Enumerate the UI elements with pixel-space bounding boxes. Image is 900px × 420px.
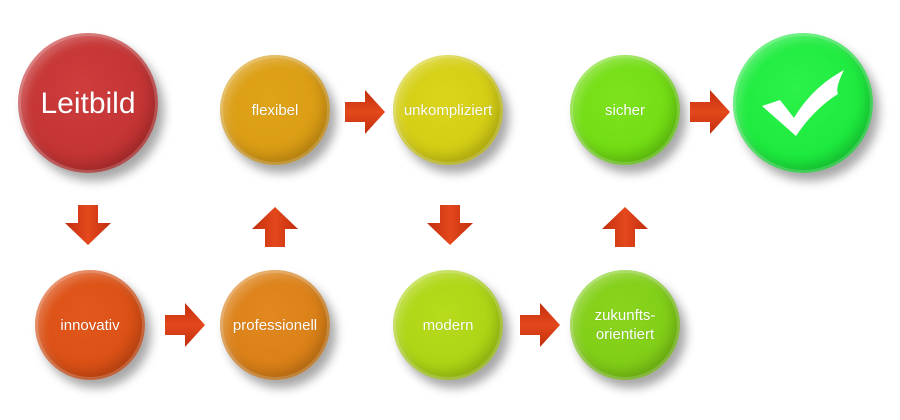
node-label: Leitbild: [40, 86, 136, 120]
node-sicher: sicher: [570, 55, 680, 165]
arrow-down-icon: [427, 205, 473, 245]
node-innovativ: innovativ: [35, 270, 145, 380]
node-done: [733, 33, 873, 173]
node-label: zukunfts- orientiert: [595, 306, 656, 344]
node-leitbild: Leitbild: [18, 33, 158, 173]
checkmark-icon: [762, 70, 844, 136]
arrow-up-icon: [602, 207, 648, 247]
node-label: unkompliziert: [403, 101, 493, 119]
node-label: professionell: [232, 316, 318, 334]
node-label: modern: [422, 316, 474, 334]
node-label: sicher: [604, 101, 645, 119]
node-modern: modern: [393, 270, 503, 380]
node-label: innovativ: [60, 316, 120, 334]
arrow-right-icon: [520, 303, 560, 347]
arrow-right-icon: [345, 90, 385, 134]
arrow-up-icon: [252, 207, 298, 247]
node-professionell: professionell: [220, 270, 330, 380]
arrow-right-icon: [690, 90, 730, 134]
node-label-line2: orientiert: [595, 326, 655, 343]
arrow-right-icon: [165, 303, 205, 347]
node-zukunftsorientiert: zukunfts- orientiert: [570, 270, 680, 380]
node-unkompliziert: unkompliziert: [393, 55, 503, 165]
arrow-down-icon: [65, 205, 111, 245]
node-label: flexibel: [251, 101, 299, 119]
node-flexibel: flexibel: [220, 55, 330, 165]
node-label-line1: zukunfts-: [594, 307, 656, 324]
